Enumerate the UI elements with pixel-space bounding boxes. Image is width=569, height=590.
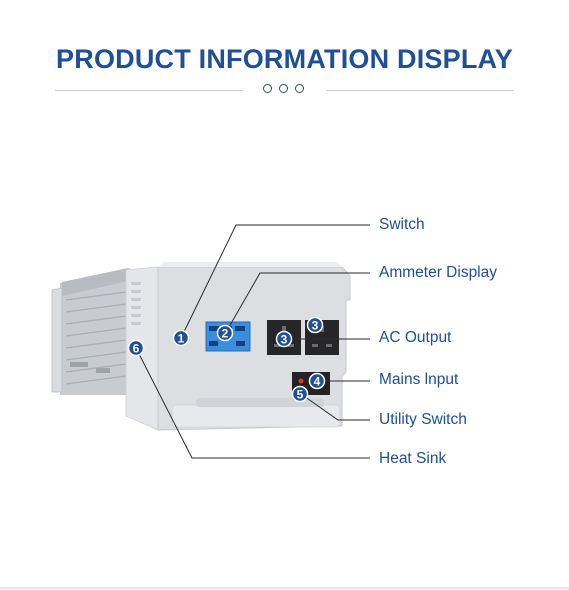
ornament-dot — [295, 84, 304, 93]
callout-line-switch — [180, 224, 370, 339]
callout-lines — [135, 224, 370, 459]
handle-recess — [196, 398, 324, 407]
ornament-dot — [279, 84, 288, 93]
socket-pin — [312, 344, 318, 347]
callout-line-utility-switch — [300, 393, 370, 421]
title-divider-left — [55, 90, 243, 91]
svg-text:3: 3 — [312, 319, 319, 333]
svg-text:5: 5 — [297, 388, 304, 402]
badge-4: 4 — [308, 372, 326, 390]
svg-text:6: 6 — [133, 342, 140, 356]
title-divider-right — [326, 90, 514, 91]
badge-2: 2 — [216, 324, 234, 342]
callout-label-ammeter-display: Ammeter Display — [379, 264, 497, 281]
bottom-rule — [0, 587, 569, 589]
socket-pin — [288, 344, 294, 347]
svg-text:4: 4 — [314, 375, 321, 389]
badge-5: 5 — [291, 385, 309, 403]
callout-label-mains-input: Mains lnput — [379, 371, 459, 388]
callout-label-switch: Switch — [379, 216, 425, 233]
bottom-handle — [171, 404, 341, 428]
badge-6: 6 — [127, 339, 145, 357]
side-vents — [131, 282, 141, 325]
callout-label-utility-switch: Utility Switch — [379, 411, 467, 428]
title-dots-ornament — [263, 84, 309, 96]
indicator-led — [298, 378, 304, 384]
heat-sink — [51, 268, 130, 395]
callout-line-heat-sink — [135, 347, 370, 459]
socket-pin — [282, 326, 286, 332]
callout-label-heat-sink: Heat Sink — [379, 450, 447, 467]
ornament-dot — [263, 84, 272, 93]
callout-label-ac-output: AC Output — [379, 329, 452, 346]
svg-text:1: 1 — [178, 332, 185, 346]
front-top-edge — [158, 262, 342, 267]
callout-line-ammeter — [224, 272, 370, 335]
badge-1: 1 — [172, 329, 190, 347]
svg-text:2: 2 — [222, 327, 229, 341]
svg-text:3: 3 — [281, 333, 288, 347]
socket-pin — [274, 344, 280, 347]
badge-3-right: 3 — [306, 316, 324, 334]
page-title: PRODUCT INFORMATION DISPLAY — [56, 44, 513, 74]
socket-pin — [326, 344, 332, 347]
badge-3-left: 3 — [275, 330, 293, 348]
